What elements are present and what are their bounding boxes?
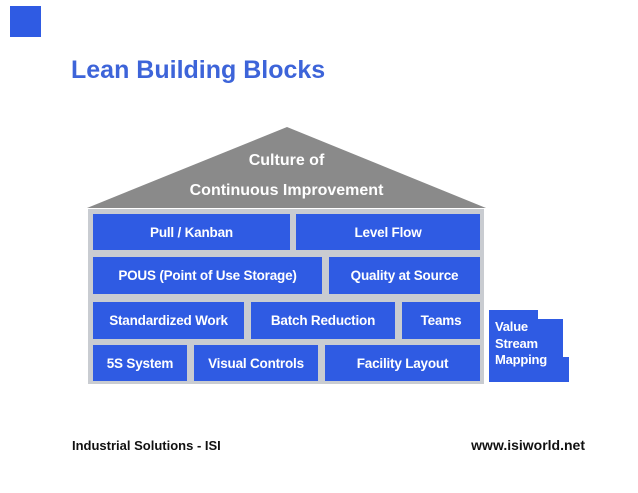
block-visual-controls: Visual Controls <box>194 345 318 381</box>
vsm-stairs-shape <box>489 310 569 382</box>
block-pull-kanban: Pull / Kanban <box>93 214 290 250</box>
roof-triangle <box>87 127 486 208</box>
brand-square-icon <box>10 6 41 37</box>
block-teams: Teams <box>402 302 480 339</box>
block-standardized-work: Standardized Work <box>93 302 244 339</box>
block-batch-reduction: Batch Reduction <box>251 302 395 339</box>
vsm-label-line3: Mapping <box>495 352 548 367</box>
block-quality-at-source: Quality at Source <box>329 257 480 294</box>
block-pous: POUS (Point of Use Storage) <box>93 257 322 294</box>
roof-label-line1: Culture of <box>248 152 325 169</box>
footer-company: Industrial Solutions - ISI <box>72 438 221 453</box>
block-level-flow: Level Flow <box>296 214 480 250</box>
roof-label-line2: Continuous Improvement <box>189 182 384 199</box>
vsm-stairs <box>489 310 569 382</box>
vsm-label-line1: Value <box>495 319 528 334</box>
vsm-label-line2: Stream <box>495 335 538 351</box>
block-facility-layout: Facility Layout <box>325 345 480 381</box>
page-title: Lean Building Blocks <box>71 56 326 84</box>
footer-url: www.isiworld.net <box>471 437 585 453</box>
vsm-label: Value Stream Mapping <box>495 319 569 369</box>
block-5s-system: 5S System <box>93 345 187 381</box>
roof-shape <box>87 127 486 208</box>
